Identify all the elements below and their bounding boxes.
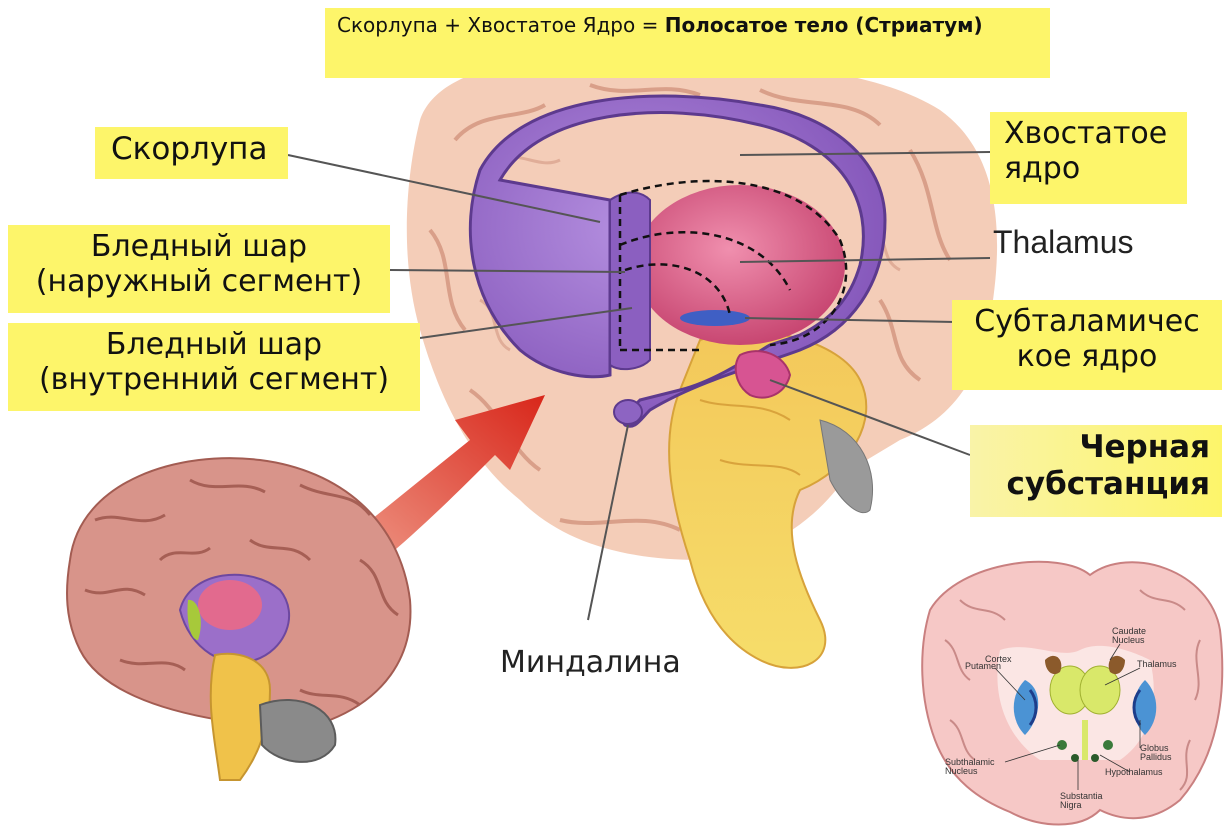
label-substantia-nigra: Черная субстанция	[970, 425, 1222, 517]
label-nigra-line1: Черная	[982, 429, 1210, 466]
label-caudate-line2: ядро	[1004, 151, 1173, 186]
label-gp-internal-line2: (внутренний сегмент)	[12, 362, 416, 397]
inset-subthalamic-line2: Nucleus	[945, 767, 995, 776]
small-brain	[67, 458, 410, 780]
inset-label-thalamus: Thalamus	[1137, 660, 1177, 669]
inset-label-putamen: Putamen	[965, 662, 1001, 671]
label-caudate-nucleus: Хвостатое ядро	[990, 112, 1187, 204]
label-putamen: Скорлупа	[95, 127, 288, 179]
label-gp-external-line1: Бледный шар	[12, 229, 386, 264]
inset-label-caudate: Caudate Nucleus	[1112, 627, 1146, 646]
label-putamen-text: Скорлупа	[111, 131, 272, 168]
inset-label-globus: Globus Pallidus	[1140, 744, 1172, 763]
inset-label-hypothalamus: Hypothalamus	[1105, 768, 1163, 777]
title-prefix: Скорлупа + Хвостатое Ядро =	[337, 13, 665, 37]
title-bold: Полосатое тело (Стриатум)	[665, 13, 983, 37]
inset-label-substantia: Substantia Nigra	[1060, 792, 1103, 811]
diagram-title: Скорлупа + Хвостатое Ядро = Полосатое те…	[325, 8, 1050, 78]
inset-label-subthalamic: Subthalamic Nucleus	[945, 758, 995, 777]
label-gp-internal-line1: Бледный шар	[12, 327, 416, 362]
label-globus-pallidus-internal: Бледный шар (внутренний сегмент)	[8, 323, 420, 411]
inset-caudate-line2: Nucleus	[1112, 636, 1146, 645]
label-subthalamic-line2: кое ядро	[956, 339, 1218, 374]
label-caudate-line1: Хвостатое	[1004, 116, 1173, 151]
inset-substantia-line2: Nigra	[1060, 801, 1103, 810]
label-globus-pallidus-external: Бледный шар (наружный сегмент)	[8, 225, 390, 313]
label-thalamus: Thalamus	[993, 224, 1134, 261]
label-gp-external-line2: (наружный сегмент)	[12, 264, 386, 299]
label-amygdala: Миндалина	[500, 645, 681, 680]
label-nigra-line2: субстанция	[982, 466, 1210, 503]
subthalamic-structure	[680, 310, 750, 326]
label-subthalamic-nucleus: Субталамичес кое ядро	[952, 300, 1222, 390]
coronal-section-inset	[922, 562, 1222, 825]
label-subthalamic-line1: Субталамичес	[956, 304, 1218, 339]
inset-globus-line2: Pallidus	[1140, 753, 1172, 762]
